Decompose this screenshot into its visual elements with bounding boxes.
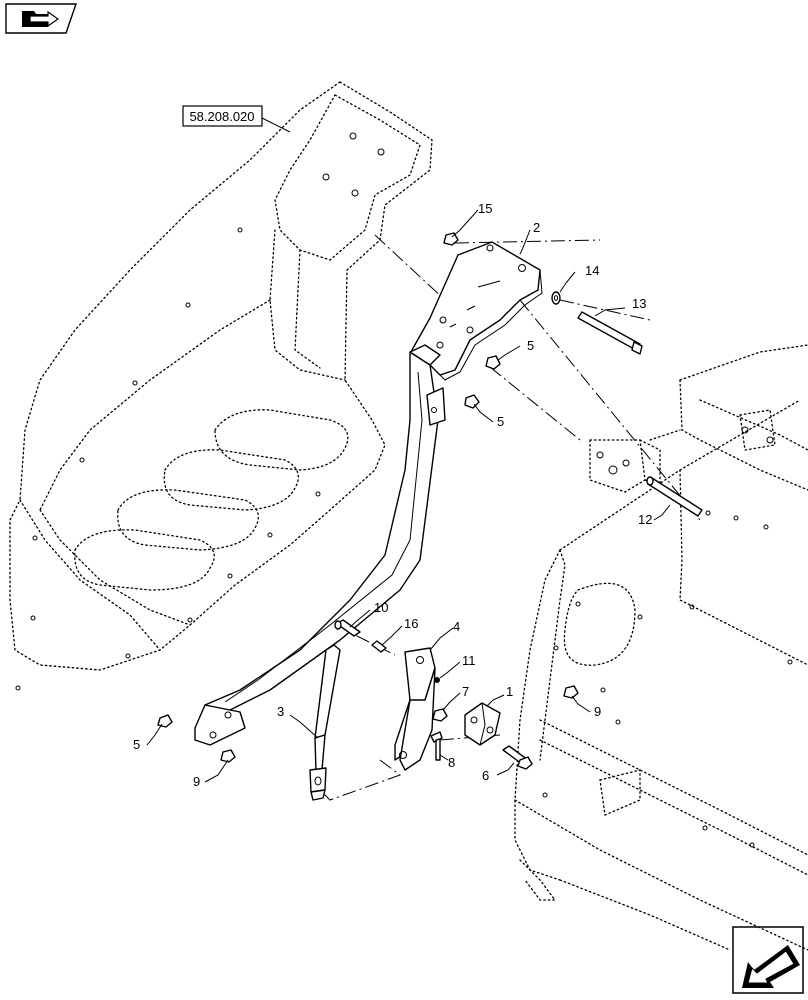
callout-labels: 2 15 14 13 5 5 12 5 9 10 16 4 11 7 3 1 9… [133, 201, 652, 789]
pin-12 [646, 476, 703, 517]
nut-9-right [563, 685, 579, 699]
callout-1[interactable]: 1 [506, 684, 513, 699]
screw-8 [430, 731, 443, 761]
callout-4[interactable]: 4 [453, 619, 460, 634]
next-page-button[interactable] [732, 926, 804, 994]
callout-8[interactable]: 8 [448, 755, 455, 770]
callout-7[interactable]: 7 [462, 684, 469, 699]
hinge-bracket-1 [464, 702, 501, 746]
callout-leaders [146, 209, 671, 783]
folder-arrow-icon [22, 10, 60, 28]
callout-2[interactable]: 2 [533, 220, 540, 235]
callout-11[interactable]: 11 [462, 653, 476, 668]
view-toggle-button[interactable] [5, 3, 77, 34]
handrail-tube [194, 344, 446, 746]
arrow-bottom-left-icon [742, 945, 800, 988]
gas-strut-3 [309, 644, 341, 801]
callout-9-right[interactable]: 9 [594, 704, 601, 719]
arm-4 [394, 647, 436, 771]
bolt-10 [334, 619, 361, 637]
bolt-6 [502, 745, 533, 770]
callout-15[interactable]: 15 [478, 201, 492, 216]
reference-box[interactable]: 58.208.020 [182, 105, 291, 133]
nut-9-lower [220, 749, 236, 763]
ball-11 [434, 677, 440, 683]
callout-9-lower[interactable]: 9 [193, 774, 200, 789]
rod-13 [577, 311, 643, 355]
callout-3[interactable]: 3 [277, 704, 284, 719]
nut-7 [432, 708, 448, 722]
callout-12[interactable]: 12 [638, 512, 652, 527]
platform-structure [9, 81, 433, 691]
callout-13[interactable]: 13 [632, 296, 646, 311]
nut-5-middle [464, 394, 480, 409]
reference-label: 58.208.020 [189, 109, 254, 124]
callout-5-lower[interactable]: 5 [133, 737, 140, 752]
pin-16 [371, 640, 387, 653]
callout-6[interactable]: 6 [482, 768, 489, 783]
callout-14[interactable]: 14 [585, 263, 599, 278]
callout-5-upper[interactable]: 5 [527, 338, 534, 353]
washer-14 [551, 291, 561, 305]
callout-16[interactable]: 16 [404, 616, 418, 631]
platform-bolts [15, 132, 385, 691]
callout-5-middle[interactable]: 5 [497, 414, 504, 429]
machine-frame [514, 344, 808, 951]
nut-15 [443, 232, 459, 246]
callout-10[interactable]: 10 [374, 600, 388, 615]
upper-bracket [411, 241, 543, 381]
bolt-5-lower [157, 714, 173, 728]
nut-5-upper [485, 355, 501, 370]
